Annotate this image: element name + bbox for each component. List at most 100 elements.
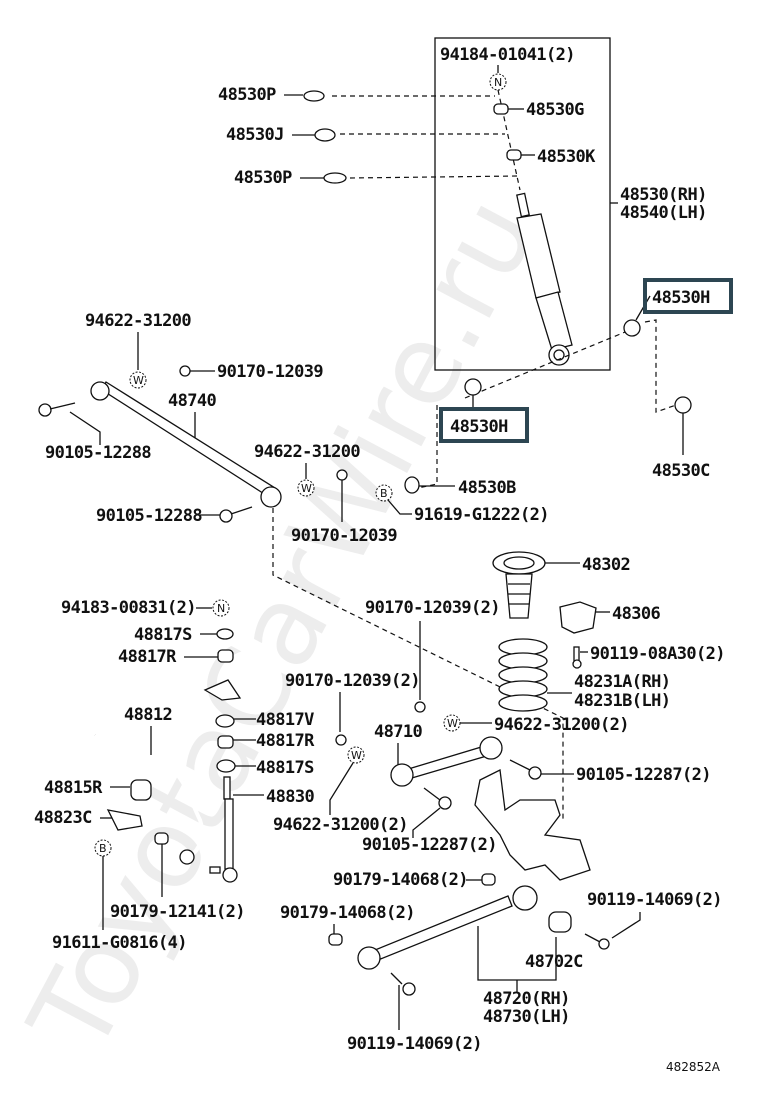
bolt-90119-14069-left: [390, 972, 416, 996]
part-label-48530G[interactable]: 48530G: [526, 100, 585, 120]
diagram-code: 482852A: [666, 1060, 721, 1074]
bolt-90105-12287-right: [509, 759, 542, 780]
nut-90179-14068-upper: [481, 873, 496, 886]
part-label-90105-12288-upper[interactable]: 90105-12288: [45, 443, 152, 463]
retainer-48530J: [314, 128, 336, 142]
part-label-94622-31200-upper[interactable]: 94622-31200: [85, 311, 192, 331]
part-label-48530-rh[interactable]: 48530(RH): [620, 185, 707, 205]
bolt-90105-12288-upper: [38, 402, 76, 417]
bracket-48823C: [106, 809, 143, 831]
nut-90170-upper: [179, 365, 191, 377]
part-label-94184-01041[interactable]: 94184-01041(2): [440, 45, 575, 65]
part-label-90105-12287-right[interactable]: 90105-12287(2): [576, 765, 711, 785]
part-label-90105-12287-left[interactable]: 90105-12287(2): [362, 835, 497, 855]
nut-90179-14068-lower: [328, 933, 343, 946]
part-label-48530P-lower[interactable]: 48530P: [234, 168, 293, 188]
part-label-90105-12288-lower[interactable]: 90105-12288: [96, 506, 203, 526]
shock-absorber-group-box: [434, 37, 611, 371]
part-label-48817S-upper[interactable]: 48817S: [134, 625, 193, 645]
part-label-48730-lh[interactable]: 48730(LH): [483, 1007, 570, 1027]
stabilizer-bar-48812: [93, 733, 204, 865]
nut-90179-12141: [154, 832, 169, 845]
axle-housing-bracket: [474, 769, 591, 881]
part-label-48530C[interactable]: 48530C: [652, 461, 710, 481]
lower-control-arm-48720: [357, 885, 538, 970]
part-label-94183-00831[interactable]: 94183-00831(2): [61, 598, 196, 618]
washer-symbol: W: [347, 746, 365, 764]
highlight-box-48530H-right: [643, 278, 733, 314]
part-label-48530H-right[interactable]: 48530H: [652, 288, 711, 308]
part-label-91619-G1222[interactable]: 91619-G1222(2): [414, 505, 549, 525]
part-label-48812[interactable]: 48812: [124, 705, 173, 725]
svg-text:W: W: [447, 717, 458, 730]
nut-90170-left: [335, 734, 347, 746]
bushing-48702C: [548, 911, 572, 933]
part-label-94622-31200-upper-arm[interactable]: 94622-31200(2): [494, 715, 629, 735]
bolt-90119-14069-right: [584, 933, 610, 950]
part-label-90170-12039-mid[interactable]: 90170-12039: [291, 526, 398, 546]
svg-text:B: B: [99, 842, 107, 855]
part-label-48302[interactable]: 48302: [582, 555, 631, 575]
part-label-48817S-lower[interactable]: 48817S: [256, 758, 315, 778]
svg-text:N: N: [217, 602, 225, 615]
retainer-48817S-upper: [216, 628, 234, 640]
bolt-symbol: B: [375, 484, 393, 502]
part-label-48530J[interactable]: 48530J: [226, 125, 284, 145]
washer-48530B: [404, 476, 420, 494]
bolt-90119-08A30: [572, 646, 582, 669]
part-label-90119-14069-left[interactable]: 90119-14069(2): [347, 1034, 482, 1054]
part-label-90170-12039-upper[interactable]: 90170-12039: [217, 362, 324, 382]
cushion-48817R-lower: [217, 735, 234, 749]
washer-symbol: W: [297, 479, 315, 497]
svg-text:B: B: [380, 487, 388, 500]
part-label-48530B[interactable]: 48530B: [458, 478, 517, 498]
part-label-48830[interactable]: 48830: [266, 787, 315, 807]
retainer-48817V: [215, 714, 235, 728]
part-label-90119-14069-right[interactable]: 90119-14069(2): [587, 890, 722, 910]
part-label-48530P-upper[interactable]: 48530P: [218, 85, 277, 105]
washer-symbol: W: [129, 371, 147, 389]
part-label-48530K[interactable]: 48530K: [537, 147, 597, 167]
upper-control-arm-48710: [390, 736, 503, 787]
part-label-48823C[interactable]: 48823C: [34, 808, 92, 828]
part-label-90179-12141[interactable]: 90179-12141(2): [110, 902, 245, 922]
part-label-94622-31200-mid[interactable]: 94622-31200: [254, 442, 361, 462]
part-label-48710[interactable]: 48710: [374, 722, 423, 742]
part-label-48740[interactable]: 48740: [168, 391, 217, 411]
shock-absorber: [516, 192, 573, 366]
part-label-94622-31200-lower[interactable]: 94622-31200(2): [273, 815, 408, 835]
cushion-48817R-upper: [217, 649, 234, 663]
part-label-48720-rh[interactable]: 48720(RH): [483, 989, 570, 1009]
bolt-90105-12288-lower: [219, 506, 253, 523]
svg-text:W: W: [301, 482, 312, 495]
part-label-90119-08A30[interactable]: 90119-08A30(2): [590, 644, 725, 664]
part-label-48231A-rh[interactable]: 48231A(RH): [574, 672, 671, 692]
stabilizer-link-48830: [209, 776, 238, 883]
part-label-90179-14068-lower[interactable]: 90179-14068(2): [280, 903, 415, 923]
part-label-48306[interactable]: 48306: [612, 604, 661, 624]
part-label-48817R-lower[interactable]: 48817R: [256, 731, 316, 751]
lateral-control-rod-48740: [90, 381, 282, 508]
part-label-48817R-upper[interactable]: 48817R: [118, 647, 178, 667]
bump-stopper-48302: [492, 551, 546, 619]
part-label-48817V[interactable]: 48817V: [256, 710, 315, 730]
part-label-48702C[interactable]: 48702C: [525, 952, 583, 972]
retainer-48817S-lower: [216, 759, 236, 773]
part-label-48540-lh[interactable]: 48540(LH): [620, 203, 707, 223]
cushion-48530P-upper: [303, 90, 325, 102]
part-label-90170-12039-right[interactable]: 90170-12039(2): [365, 598, 500, 618]
part-label-91611-G0816[interactable]: 91611-G0816(4): [52, 933, 187, 953]
bushing-48530H-right: [623, 319, 641, 337]
part-label-48530H-left[interactable]: 48530H: [450, 417, 509, 437]
nut-symbol: N: [212, 599, 230, 617]
part-label-90179-14068-upper[interactable]: 90179-14068(2): [333, 870, 468, 890]
coil-spring-48231: [498, 638, 548, 712]
bolt-90105-12287-left: [423, 787, 452, 810]
part-label-48231B-lh[interactable]: 48231B(LH): [574, 691, 671, 711]
nut-90170-right: [414, 701, 426, 713]
nut-symbol: N: [489, 73, 507, 91]
part-label-90170-12039-left[interactable]: 90170-12039(2): [285, 671, 420, 691]
part-label-48815R[interactable]: 48815R: [44, 778, 104, 798]
highlight-box-48530H-left: [439, 407, 529, 443]
cushion-48530G: [493, 103, 509, 115]
